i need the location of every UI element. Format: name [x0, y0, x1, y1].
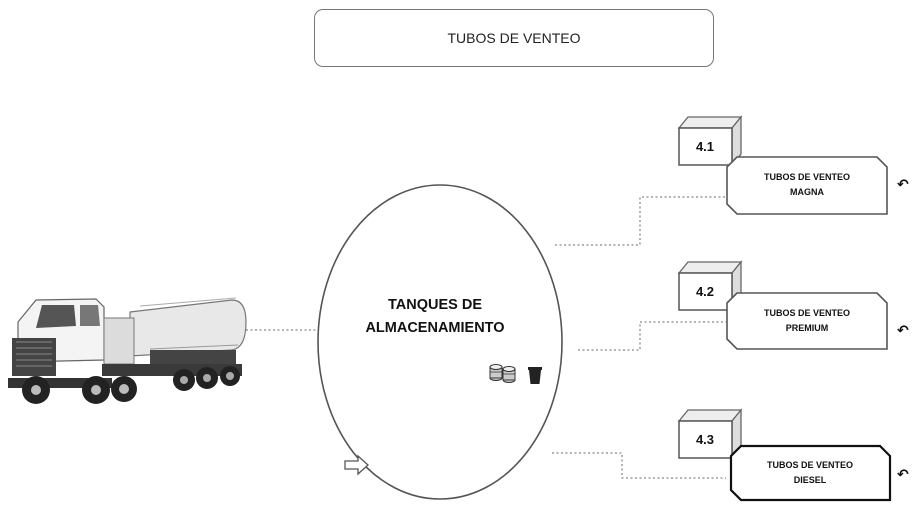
connector-4-3 — [552, 452, 726, 479]
box-4-1 — [726, 156, 888, 215]
item-label-4-1-line1: TUBOS DE VENTEO — [763, 172, 850, 182]
right-arrow-icon — [344, 454, 369, 476]
storage-circle — [317, 184, 563, 500]
box-4-3 — [729, 444, 892, 502]
curl-arrow-icon: ↶ — [897, 176, 909, 192]
item-label-4-1: TUBOS DE VENTEO MAGNA — [747, 170, 867, 200]
box-4-2 — [726, 292, 888, 350]
item-number-4-3: 4.3 — [695, 432, 715, 447]
center-label: TANQUES DE ALMACENAMIENTO — [340, 294, 530, 340]
item-label-4-1-line2: MAGNA — [790, 187, 824, 197]
item-label-4-2-line2: PREMIUM — [785, 323, 829, 333]
coins-icon — [489, 364, 516, 383]
cube-4-3 — [677, 408, 743, 460]
curl-arrow-icon: ↶ — [897, 466, 909, 482]
center-label-line1: TANQUES DE — [388, 297, 482, 313]
item-number-4-2: 4.2 — [695, 284, 715, 299]
title-box: TUBOS DE VENTEO — [314, 9, 714, 67]
center-label-line2: ALMACENAMIENTO — [365, 320, 505, 336]
item-label-4-3-line2: DIESEL — [793, 475, 827, 485]
trash-bin-icon — [528, 367, 542, 384]
tanker-truck-icon — [8, 297, 247, 404]
item-label-4-2: TUBOS DE VENTEO PREMIUM — [747, 306, 867, 336]
item-label-4-2-line1: TUBOS DE VENTEO — [763, 308, 850, 318]
curl-arrow-icon: ↶ — [897, 322, 909, 338]
connector-4-1 — [555, 196, 726, 246]
connector-4-2 — [578, 321, 726, 351]
connectors — [246, 196, 726, 479]
cube-4-1 — [677, 115, 743, 167]
item-label-4-3: TUBOS DE VENTEO DIESEL — [750, 458, 870, 488]
item-number-4-1: 4.1 — [695, 139, 715, 154]
item-label-4-3-line1: TUBOS DE VENTEO — [766, 460, 853, 470]
title-text: TUBOS DE VENTEO — [447, 30, 581, 46]
